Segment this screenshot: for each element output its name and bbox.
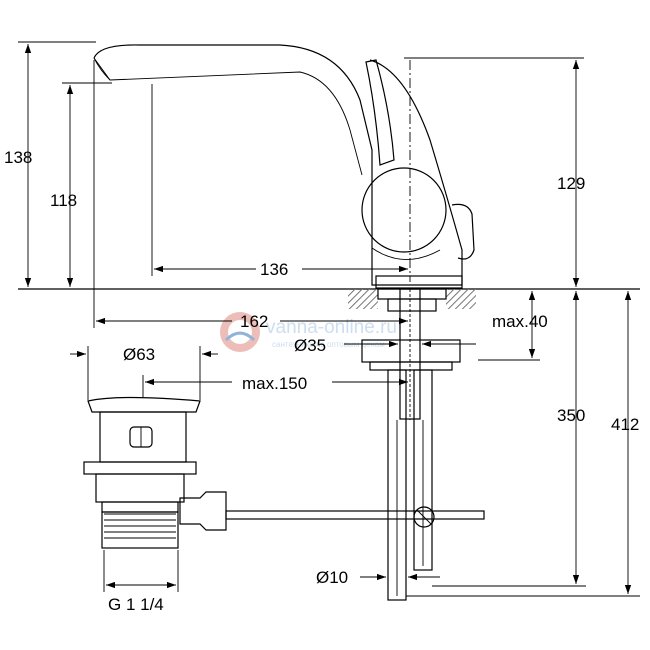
dim-d63-label: Ø63 bbox=[123, 345, 155, 364]
watermark-tagline: сантехника по оптовым ценам bbox=[272, 340, 385, 349]
dim-d63 bbox=[70, 346, 218, 400]
dim-138 bbox=[18, 41, 96, 287]
linkage-screw-icon bbox=[413, 506, 435, 528]
dim-d35-label: Ø35 bbox=[294, 336, 326, 355]
countertop bbox=[18, 288, 640, 309]
popup-waste bbox=[83, 396, 485, 549]
dim-max150 bbox=[142, 375, 408, 398]
watermark: vanna-online.ru сантехника по оптовым це… bbox=[220, 312, 397, 352]
dim-thread-label: G 1 1/4 bbox=[108, 595, 164, 614]
dim-max40-label: max.40 bbox=[492, 312, 548, 331]
dim-136-label: 136 bbox=[260, 260, 288, 279]
dim-129-label: 129 bbox=[557, 174, 585, 193]
dim-350 bbox=[432, 291, 586, 587]
dim-162 bbox=[93, 60, 408, 328]
dim-118 bbox=[62, 82, 112, 287]
dim-max150-label: max.150 bbox=[242, 374, 307, 393]
dim-max40 bbox=[478, 291, 540, 361]
dim-129 bbox=[404, 57, 584, 287]
dim-412-label: 412 bbox=[611, 415, 639, 434]
watermark-brand: vanna-online.ru bbox=[266, 317, 397, 338]
thread-section bbox=[101, 511, 179, 549]
dim-d10-label: Ø10 bbox=[316, 568, 348, 587]
dim-350-label: 350 bbox=[557, 406, 585, 425]
dim-136 bbox=[151, 60, 411, 282]
faucet-body bbox=[93, 44, 475, 289]
dim-118-label: 118 bbox=[50, 191, 77, 210]
dim-thread bbox=[103, 550, 179, 592]
mounting-assembly bbox=[361, 288, 461, 601]
dim-412 bbox=[406, 291, 640, 597]
dim-162-label: 162 bbox=[240, 312, 268, 331]
dim-138-label: 138 bbox=[4, 148, 32, 167]
